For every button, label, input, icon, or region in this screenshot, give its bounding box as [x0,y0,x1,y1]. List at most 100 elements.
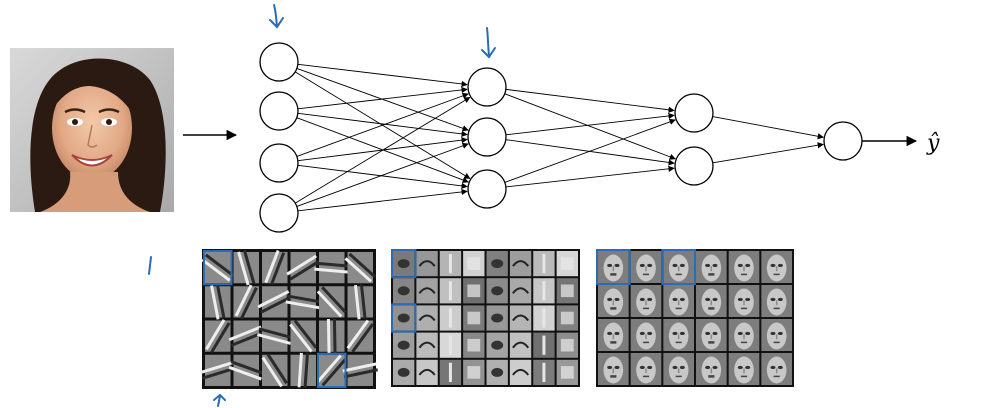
feature-stroke-light [201,258,231,282]
face-eye [672,365,678,370]
face-eye [607,263,613,268]
feature-stroke-dark [215,284,226,319]
feature-cell [416,359,438,385]
feature-stroke-dark [351,323,374,353]
feature-stroke-light [314,267,349,274]
feature-stroke-light [297,352,303,388]
connection-edge [297,63,468,88]
feature-stroke-dark [230,360,264,375]
feature-cell [290,354,316,386]
feature-stroke-dark [260,295,293,314]
feature-stroke-dark [242,249,256,284]
handwritten-annotations [148,4,496,407]
feature-panel-edge-detectors [199,249,378,389]
feature-stroke-dark [286,294,321,304]
feature-curve [512,314,530,322]
feature-blob [491,259,504,269]
pen-tick-mark [148,256,152,275]
face-eye [745,297,751,302]
feature-stroke-light [316,290,343,318]
face-eye [614,331,620,336]
face-eye [745,263,751,268]
face-eye [770,365,776,370]
feature-stroke-dark [348,252,377,279]
feature-blob [467,311,481,325]
connection-edge [296,142,469,207]
feature-stroke-light [285,300,320,310]
feature-cell [319,286,345,318]
connection-edge [297,112,468,137]
neuron-layer3 [674,93,714,133]
connection-edge [504,93,676,160]
face-eye [647,331,653,336]
pen-arrow-layer1 [269,4,284,29]
feature-stroke-dark [343,368,378,379]
feature-stroke-light [353,284,361,320]
highlight-box [391,303,417,333]
feature-stroke-light [228,325,262,342]
connection-edge [712,142,824,164]
feature-stroke-dark [210,322,231,354]
feature-blob [397,313,410,323]
feature-blob [397,367,410,377]
face-eye [647,365,653,370]
connection-edge [712,116,824,140]
feature-cell [347,286,373,318]
feature-stroke-light [289,323,313,353]
feature-cell [509,359,532,385]
feature-panel-face-templates [596,249,794,387]
feature-panels [199,249,794,389]
connection-edge [297,188,468,212]
face-eye [712,263,718,268]
connection-edge [505,88,675,113]
feature-blob [491,313,504,323]
feature-cell [509,305,532,331]
feature-blob [560,257,574,270]
network-nodes [259,42,863,233]
feature-blob [491,340,504,350]
feature-stroke-light [286,254,318,276]
connection-edge [295,96,471,204]
feature-stroke-light [264,249,280,284]
face-eye [647,263,653,268]
feature-curve [418,341,436,349]
connection-edge [297,86,468,110]
face-eye [737,297,743,302]
face-eye [607,331,613,336]
neuron-layer1 [259,91,299,131]
face-eye [777,263,783,268]
feature-blob [560,366,574,379]
face-eye [705,331,711,336]
feature-blob [560,311,574,325]
face-eye [712,297,718,302]
neuron-layer2 [467,169,507,209]
feature-blob [397,286,410,296]
face-eye [777,365,783,370]
face-eye [614,297,620,302]
feature-blob [560,338,574,352]
connection-edge [505,165,675,188]
feature-stroke-dark [204,253,235,277]
pen-arrow-layer2 [481,27,496,59]
face-eye [737,263,743,268]
feature-blob [397,340,410,350]
neuron-layer1 [259,193,299,233]
face-eye [672,297,678,302]
feature-stroke-light [237,251,250,286]
connection-edge [296,92,469,157]
feature-blob [491,286,504,296]
feature-stroke-light [256,333,291,345]
face-eye [777,331,783,336]
feature-curve [418,314,436,322]
face-eye [672,331,678,336]
feature-stroke-dark [332,318,337,354]
feature-stroke-light [346,319,370,350]
input-face-photo [10,48,174,213]
face-eye [647,297,653,302]
feature-stroke-light [344,257,373,283]
face-eye [639,297,645,302]
feature-cell [262,354,288,386]
feature-stroke-dark [321,286,347,314]
feature-stroke-light [261,356,283,388]
feature-stroke-light [234,284,253,317]
